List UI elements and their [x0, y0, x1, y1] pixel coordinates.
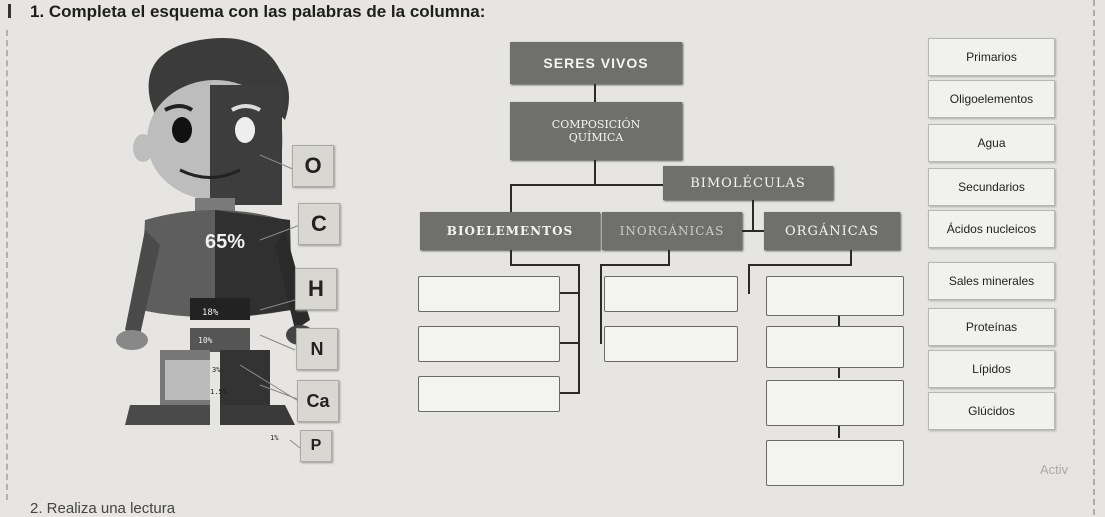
connector — [752, 200, 754, 230]
connector — [510, 184, 512, 214]
page-edge-left — [6, 30, 10, 500]
scheme-biomolecules-box: BIMOLÉCULAS — [663, 166, 833, 200]
connector — [560, 342, 580, 344]
connector — [838, 314, 840, 326]
page-edge-right — [1093, 0, 1097, 515]
connector — [560, 392, 580, 394]
percent-nitrogen: 3% — [212, 366, 221, 374]
word-proteinas: Proteínas — [928, 308, 1055, 346]
answer-box[interactable] — [418, 326, 560, 362]
connector — [578, 264, 580, 394]
word-glucidos: Glúcidos — [928, 392, 1055, 430]
answer-box[interactable] — [418, 276, 560, 312]
answer-box[interactable] — [766, 326, 904, 368]
element-tile-carbon: C — [298, 203, 340, 245]
scheme-composition-box: COMPOSICIÓN QUÍMICA — [510, 102, 682, 160]
element-tile-phosphorus: P — [300, 430, 332, 462]
element-tile-calcium: Ca — [297, 380, 339, 422]
connector — [838, 366, 840, 378]
exercise-instruction: 1. Completa el esquema con las palabras … — [30, 2, 486, 21]
connector — [742, 230, 764, 232]
watermark-text: Activ — [1040, 462, 1069, 477]
connector — [748, 264, 852, 266]
percent-hydrogen: 10% — [198, 336, 213, 345]
connector — [850, 250, 852, 266]
scheme-organic-box: ORGÁNICAS — [764, 212, 900, 250]
connector — [560, 292, 580, 294]
connector — [510, 250, 512, 266]
percent-carbon: 18% — [202, 308, 219, 318]
word-oligoelementos: Oligoelementos — [928, 80, 1055, 118]
answer-box[interactable] — [604, 276, 738, 312]
scheme-bioelements-box: BIOELEMENTOS — [420, 212, 600, 250]
word-secundarios: Secundarios — [928, 168, 1055, 206]
answer-box[interactable] — [766, 440, 904, 486]
word-primarios: Primarios — [928, 38, 1055, 76]
connector — [600, 264, 670, 266]
connector — [838, 426, 840, 438]
element-tile-nitrogen: N — [296, 328, 338, 370]
answer-box[interactable] — [766, 380, 904, 426]
connector — [668, 250, 670, 266]
next-exercise-text: 2. Realiza una lectura — [30, 500, 176, 517]
answer-box[interactable] — [604, 326, 738, 362]
word-sales-minerales: Sales minerales — [928, 262, 1055, 300]
scheme-root-box: SERES VIVOS — [510, 42, 682, 84]
answer-box[interactable] — [418, 376, 560, 412]
element-tile-hydrogen: H — [295, 268, 337, 310]
connector — [594, 160, 596, 186]
human-body-illustration: 65% 18% 10% 3% 1.5% 1% — [116, 38, 314, 449]
word-acidos-nucleicos: Ácidos nucleicos — [928, 210, 1055, 248]
percent-calcium: 1.5% — [210, 388, 228, 396]
percent-oxygen: 65% — [205, 231, 245, 253]
margin-mark — [8, 4, 11, 18]
connector — [510, 184, 680, 186]
connector — [594, 84, 596, 102]
scheme-inorganic-box: INORGÁNICAS — [602, 212, 742, 250]
connector — [748, 264, 750, 294]
connector — [510, 264, 580, 266]
element-tile-oxygen: O — [292, 145, 334, 187]
word-agua: Agua — [928, 124, 1055, 162]
answer-box[interactable] — [766, 276, 904, 316]
connector — [600, 264, 602, 344]
percent-phosphorus: 1% — [270, 434, 279, 442]
word-lipidos: Lípidos — [928, 350, 1055, 388]
